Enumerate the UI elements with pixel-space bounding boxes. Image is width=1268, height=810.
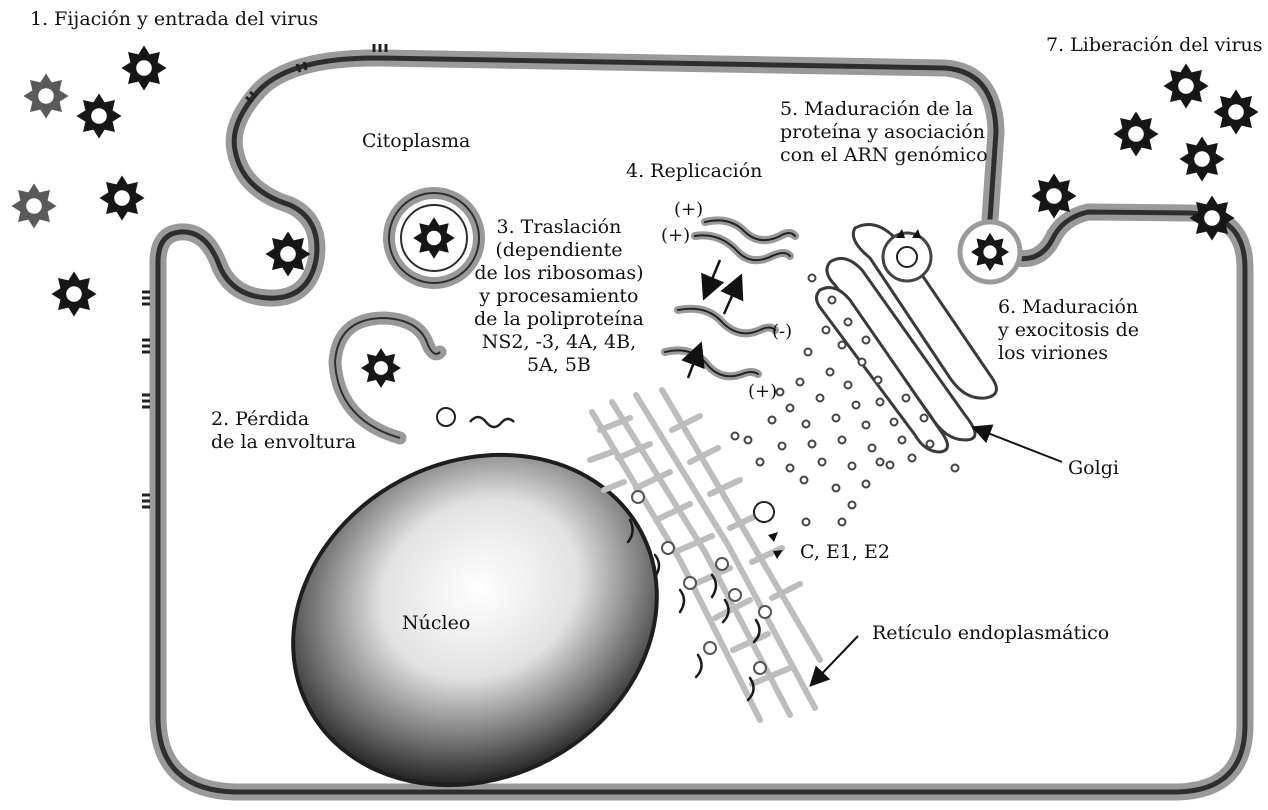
vesicle-dot <box>769 417 776 424</box>
vesicle-dot <box>875 377 882 384</box>
nucleus-label: Núcleo <box>402 612 470 635</box>
vesicle-dot <box>827 369 834 376</box>
vesicle-dot <box>803 519 810 526</box>
step-5-label: 5. Maduración de la proteína y asociació… <box>780 98 988 167</box>
vesicle-dot <box>801 477 808 484</box>
vesicle-dot <box>817 395 824 402</box>
vesicle-dot <box>839 342 846 349</box>
vesicle-dot <box>732 433 739 440</box>
step-4-label: 4. Replicación <box>626 160 762 183</box>
vesicle-dot <box>877 399 884 406</box>
vesicle-dot <box>823 327 830 334</box>
vesicle-dot <box>829 297 836 304</box>
vesicle-dot <box>797 379 804 386</box>
strand-minus-label: (-) <box>772 320 792 343</box>
vesicle-dot <box>927 441 934 448</box>
vesicle-dot <box>809 275 816 282</box>
vesicle-dot <box>833 485 840 492</box>
vesicle-dot <box>877 459 884 466</box>
vesicle-dot <box>891 419 898 426</box>
vesicle-dot <box>845 382 852 389</box>
vesicle-dot <box>899 437 906 444</box>
vesicle-dot <box>819 459 826 466</box>
vesicle-dot <box>845 319 852 326</box>
vesicle-dot <box>757 459 764 466</box>
cytoplasm-label: Citoplasma <box>362 130 470 153</box>
strand-plus-a-label: (+) <box>674 198 703 221</box>
er-label: Retículo endoplasmático <box>872 622 1109 645</box>
vesicle-dot <box>859 359 866 366</box>
vesicle-dot <box>909 455 916 462</box>
vesicle-dot <box>921 415 928 422</box>
vesicle-dot <box>809 441 816 448</box>
vesicle-dot <box>803 421 810 428</box>
vesicle-dot <box>863 481 870 488</box>
step-7-label: 7. Liberación del virus <box>1046 34 1263 57</box>
golgi-label: Golgi <box>1068 457 1119 480</box>
strand-plus-b-label: (+) <box>661 224 690 247</box>
vesicle-dot <box>863 422 870 429</box>
vesicle-dot <box>903 395 910 402</box>
vesicle-dot <box>787 465 794 472</box>
vesicle-dot <box>887 462 894 469</box>
vesicle-dot <box>839 437 846 444</box>
step-3-label: 3. Traslación (dependiente de los riboso… <box>474 216 644 377</box>
vesicle-dot <box>849 502 856 509</box>
strand-plus-c-label: (+) <box>748 380 777 403</box>
proteins-label: C, E1, E2 <box>800 541 890 564</box>
endocytic-vesicle <box>389 193 479 283</box>
vesicle-dot <box>779 443 786 450</box>
vesicle-dot <box>952 465 959 472</box>
vesicle-dot <box>839 519 846 526</box>
vesicle-dot <box>745 437 752 444</box>
step-6-label: 6. Maduración y exocitosis de los virion… <box>998 296 1139 365</box>
vesicle-dot <box>833 415 840 422</box>
vesicle-dot <box>849 463 856 470</box>
vesicle-dot <box>805 349 812 356</box>
vesicle-dot <box>869 445 876 452</box>
vesicle-dot <box>787 405 794 412</box>
vesicle-dot <box>863 337 870 344</box>
step-1-label: 1. Fijación y entrada del virus <box>30 8 318 31</box>
secretory-vesicle <box>960 222 1020 282</box>
vesicle-dot <box>853 402 860 409</box>
vesicle-dot <box>777 389 784 396</box>
step-2-label: 2. Pérdida de la envoltura <box>211 408 356 454</box>
